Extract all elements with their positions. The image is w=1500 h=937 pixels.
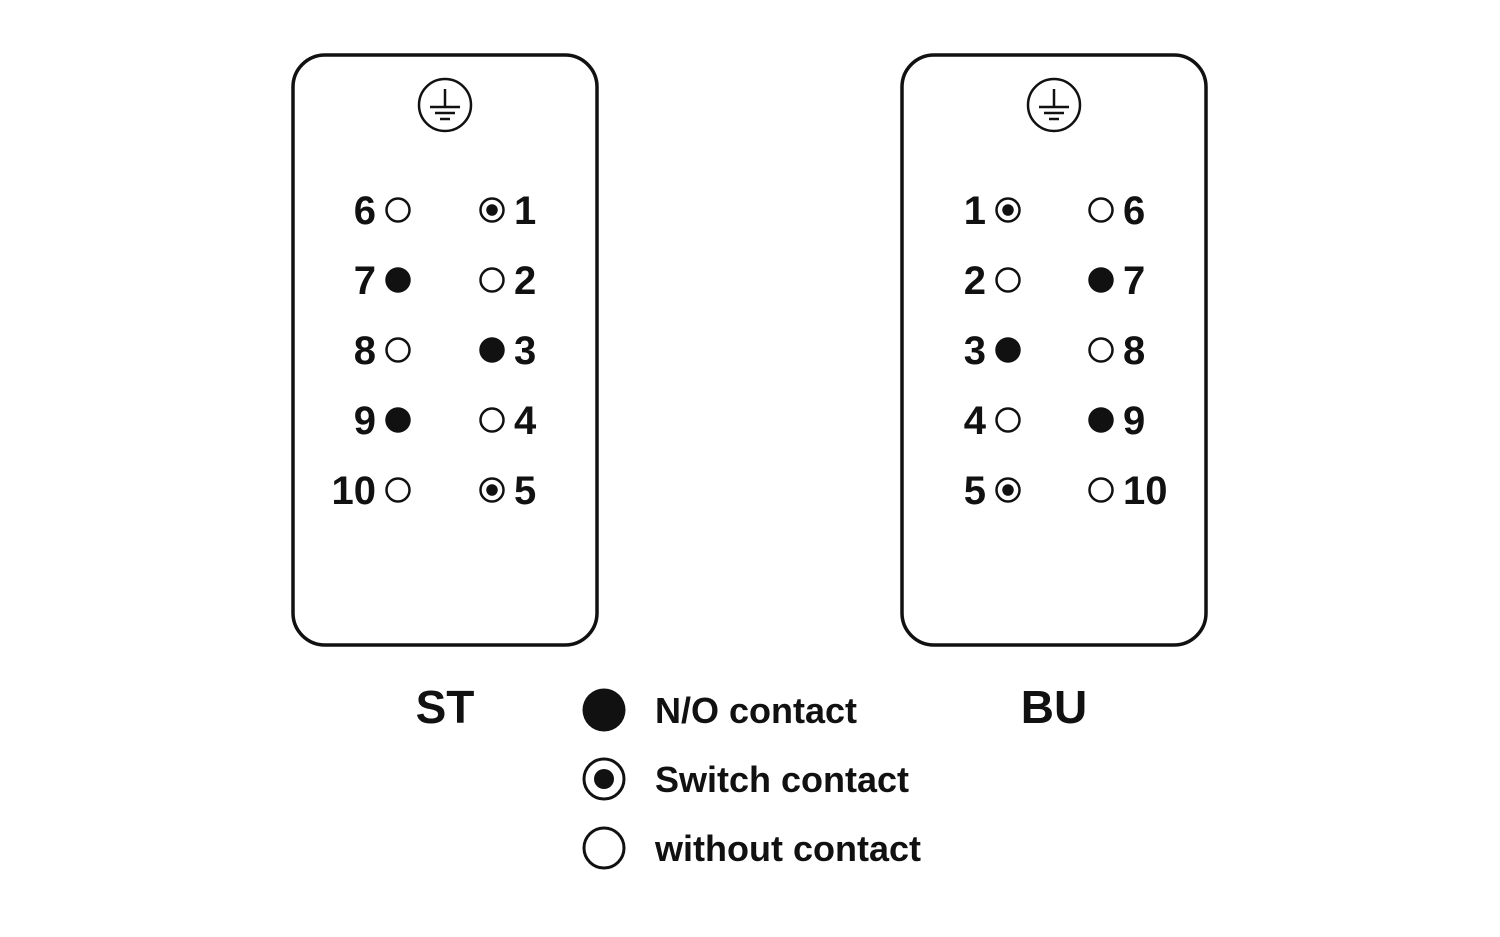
pin-st-10-label: 10 <box>332 469 377 513</box>
legend-switch-label: Switch contact <box>655 759 909 800</box>
pin-bu-7-symbol <box>1088 267 1114 293</box>
pin-bu-8-label: 8 <box>1123 329 1145 373</box>
pin-bu-1-symbol <box>995 197 1021 223</box>
legend-without-symbol <box>582 826 626 870</box>
pin-bu-5-label: 5 <box>964 469 986 513</box>
connector-st-outline <box>291 53 599 647</box>
connector-bu-pins: 1 2 3 4 5 6 7 8 9 10 <box>964 189 1168 513</box>
pin-bu-10-label: 10 <box>1123 469 1168 513</box>
pin-bu-4-label: 4 <box>964 399 987 443</box>
pin-st-4-symbol <box>479 407 505 433</box>
legend-without-label: without contact <box>654 828 921 869</box>
pin-bu-3-symbol <box>995 337 1021 363</box>
pin-st-4-label: 4 <box>514 399 537 443</box>
pin-st-1-symbol <box>479 197 505 223</box>
pin-bu-2-symbol <box>995 267 1021 293</box>
connector-label-st: ST <box>416 681 475 733</box>
pin-bu-9-label: 9 <box>1123 399 1145 443</box>
pin-bu-8-symbol <box>1088 337 1114 363</box>
pin-st-8-label: 8 <box>354 329 376 373</box>
pin-bu-5-symbol <box>995 477 1021 503</box>
pin-st-8-symbol <box>385 337 411 363</box>
pin-st-2-symbol <box>479 267 505 293</box>
pin-bu-2-label: 2 <box>964 259 986 303</box>
protective-earth-icon <box>1026 77 1082 133</box>
pin-st-7-label: 7 <box>354 259 376 303</box>
pin-st-3-label: 3 <box>514 329 536 373</box>
pin-bu-6-label: 6 <box>1123 189 1145 233</box>
connector-label-bu: BU <box>1021 681 1087 733</box>
legend-no-label: N/O contact <box>655 690 857 731</box>
pin-bu-7-label: 7 <box>1123 259 1145 303</box>
connector-bu-outline <box>900 53 1208 647</box>
pin-st-5-label: 5 <box>514 469 536 513</box>
pin-st-7-symbol <box>385 267 411 293</box>
pin-bu-3-label: 3 <box>964 329 986 373</box>
pin-st-6-symbol <box>385 197 411 223</box>
connector-bu: 1 2 3 4 5 6 7 8 9 10 BU <box>900 53 1208 733</box>
pin-st-9-label: 9 <box>354 399 376 443</box>
connector-st-pins: 6 7 8 9 10 1 2 3 4 5 <box>332 189 538 513</box>
legend-no-symbol <box>582 688 626 732</box>
legend-switch-symbol <box>582 757 626 801</box>
pin-st-5-symbol <box>479 477 505 503</box>
pin-bu-6-symbol <box>1088 197 1114 223</box>
connector-st: 6 7 8 9 10 1 2 3 4 5 ST <box>291 53 599 733</box>
pin-bu-1-label: 1 <box>964 189 986 233</box>
pin-st-3-symbol <box>479 337 505 363</box>
pin-st-6-label: 6 <box>354 189 376 233</box>
pin-bu-4-symbol <box>995 407 1021 433</box>
pin-st-10-symbol <box>385 477 411 503</box>
pin-st-1-label: 1 <box>514 189 536 233</box>
pin-st-2-label: 2 <box>514 259 536 303</box>
pin-st-9-symbol <box>385 407 411 433</box>
pin-bu-10-symbol <box>1088 477 1114 503</box>
pin-bu-9-symbol <box>1088 407 1114 433</box>
protective-earth-icon <box>417 77 473 133</box>
